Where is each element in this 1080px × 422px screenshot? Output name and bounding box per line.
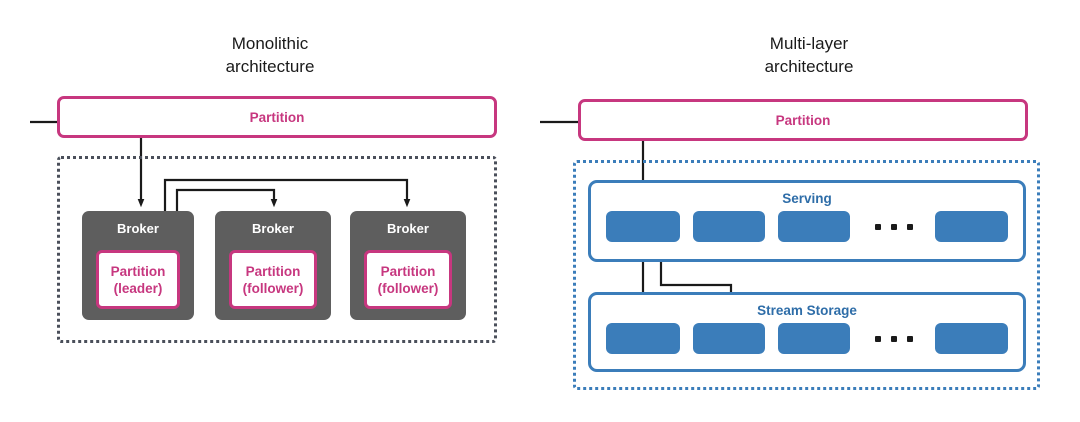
left-partition-bar[interactable]: Partition <box>57 96 497 138</box>
left-replication-arrow-inner <box>175 188 278 212</box>
storage-cell-4[interactable] <box>935 323 1008 354</box>
right-panel-title: Multi-layer architecture <box>764 34 854 76</box>
serving-layer-label: Serving <box>782 191 832 206</box>
serving-ellipsis <box>875 211 913 242</box>
broker-partition-label-2: Partition (follower) <box>242 263 304 296</box>
left-cluster-container <box>57 156 497 343</box>
broker-box-2[interactable]: Broker Partition (follower) <box>215 211 331 320</box>
stream-storage-layer-label: Stream Storage <box>757 303 857 318</box>
storage-cell-3[interactable] <box>778 323 850 354</box>
broker-title-1: Broker <box>117 221 159 236</box>
serving-cell-2[interactable] <box>693 211 765 242</box>
broker-title-2: Broker <box>252 221 294 236</box>
serving-cell-3[interactable] <box>778 211 850 242</box>
broker-partition-3[interactable]: Partition (follower) <box>364 250 452 309</box>
left-partition-label: Partition <box>249 109 305 125</box>
broker-partition-label-3: Partition (follower) <box>377 263 439 296</box>
right-partition-label: Partition <box>775 112 831 128</box>
storage-cell-2[interactable] <box>693 323 765 354</box>
broker-partition-2[interactable]: Partition (follower) <box>229 250 317 309</box>
serving-cell-4[interactable] <box>935 211 1008 242</box>
broker-title-3: Broker <box>387 221 429 236</box>
left-panel-title: Monolithic architecture <box>225 34 315 76</box>
broker-partition-1[interactable]: Partition (leader) <box>96 250 180 309</box>
broker-box-3[interactable]: Broker Partition (follower) <box>350 211 466 320</box>
storage-ellipsis <box>875 323 913 354</box>
right-cluster-container <box>573 160 1040 390</box>
broker-box-1[interactable]: Broker Partition (leader) <box>82 211 194 320</box>
serving-layer-box[interactable]: Serving <box>588 180 1026 262</box>
broker-partition-label-1: Partition (leader) <box>110 263 166 296</box>
storage-cell-1[interactable] <box>606 323 680 354</box>
stream-storage-layer-box[interactable]: Stream Storage <box>588 292 1026 372</box>
serving-cell-1[interactable] <box>606 211 680 242</box>
left-replication-arrow-outer <box>163 178 411 212</box>
right-partition-bar[interactable]: Partition <box>578 99 1028 141</box>
